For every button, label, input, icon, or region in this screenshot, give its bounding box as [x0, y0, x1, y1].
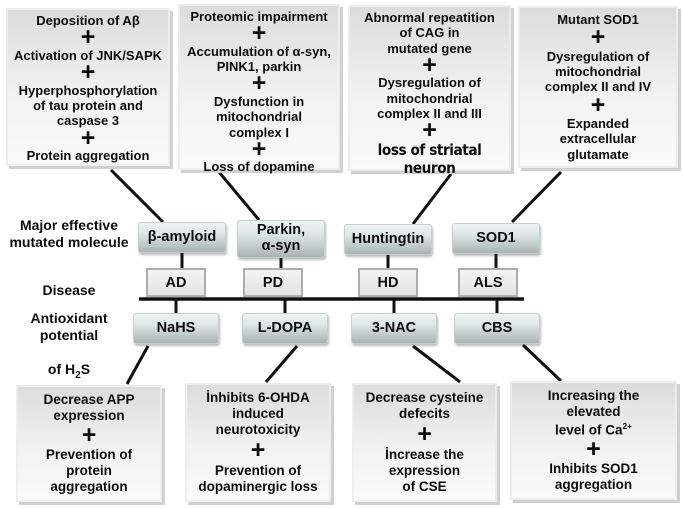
effect-text: İncrease the expression of CSE: [385, 446, 464, 494]
h2s-label-line1: Antioxidant potential: [30, 310, 108, 344]
plus-symbol: +: [250, 435, 266, 464]
effect-text: Prevention of dopaminergic loss: [198, 462, 318, 494]
mechanism-text: Proteomic impairment: [190, 9, 328, 24]
plus-symbol: +: [80, 58, 96, 87]
mechanism-text: Deposition of Aβ: [36, 13, 140, 28]
mechanism-text: Mutant SOD1: [557, 11, 639, 27]
effect-text: Decrease cysteine defecits: [365, 390, 484, 422]
plus-symbol: +: [590, 90, 606, 119]
connector-line: [411, 173, 453, 225]
3nac-effects-box: Decrease cysteine defecits + İncrease th…: [352, 383, 497, 502]
parkin-asyn-box: Parkin, α-syn: [237, 220, 325, 258]
effect-text: Prevention of protein aggregation: [45, 447, 133, 495]
row-label-mutated-molecule: Major effective mutated molecule: [9, 217, 129, 251]
plus-symbol: +: [590, 23, 606, 52]
mechanism-text: Expanded extracellular glutamate: [559, 116, 637, 162]
plus-symbol: +: [251, 134, 267, 163]
pd-mechanisms-box: Proteomic impairment + Accumulation of α…: [178, 4, 340, 174]
mechanism-text: Activation of JNK/SAPK: [13, 47, 163, 63]
disease-als-box: ALS: [458, 268, 518, 297]
plus-symbol: +: [80, 23, 96, 52]
effect-text: Decrease APP expression: [43, 391, 135, 423]
mechanism-text: Hyperphosphorylation of tau protein and …: [18, 82, 158, 129]
plus-symbol: +: [80, 123, 96, 152]
row-label-disease: Disease: [42, 282, 96, 298]
nahs-effects-box: Decrease APP expression + Prevention of …: [16, 385, 162, 502]
h2s-subscript: 2: [75, 370, 81, 382]
plus-symbol: +: [586, 434, 601, 463]
plus-symbol: +: [417, 419, 432, 448]
ad-mechanisms-box: Deposition of Aβ + Activation of JNK/SAP…: [6, 8, 170, 166]
effect-text: Inhibits SOD1 aggregation: [549, 461, 638, 493]
mechanism-text: Abnormal repeatition of CAG in mutated g…: [364, 10, 495, 56]
beta-amyloid-box: β-amyloid: [138, 222, 226, 253]
connector-line: [109, 168, 165, 224]
mechanism-text: Dysregulation of mitochondrial complex I…: [544, 48, 652, 95]
connector-line: [412, 344, 461, 384]
ldopa-effects-box: İnhibits 6-OHDA induced neurotoxicity + …: [185, 383, 331, 502]
sod1-box: SOD1: [452, 223, 540, 254]
mechanism-text: Dysregulation of mitochondrial complex I…: [377, 75, 482, 122]
effect-text: Increasing the elevated: [547, 387, 640, 419]
disease-ad-box: AD: [146, 268, 206, 297]
calcium-text: level of Ca: [554, 422, 623, 438]
cbs-box: CBS: [454, 313, 540, 344]
huntingtin-box: Huntingtin: [344, 224, 432, 255]
disease-hd-box: HD: [358, 268, 418, 297]
mechanism-text: Dysfunction in mitochondrial complex I: [213, 93, 305, 140]
plus-symbol: +: [251, 19, 267, 48]
disease-pd-box: PD: [243, 268, 303, 297]
mechanism-text: Loss of dopamine: [203, 159, 315, 175]
plus-symbol: +: [251, 69, 267, 98]
plus-symbol: +: [81, 420, 97, 449]
effect-text-calcium: level of Ca2+: [554, 420, 633, 438]
plus-symbol: +: [422, 116, 437, 145]
3nac-box: 3-NAC: [351, 313, 437, 344]
calcium-superscript: 2+: [622, 420, 633, 431]
connector-line: [510, 170, 563, 224]
connector-line: [125, 345, 150, 385]
h2s-label-of-h: of H: [47, 361, 76, 378]
mechanism-text: loss of striatal neuron: [377, 140, 482, 178]
connector-line: [264, 345, 299, 383]
ldopa-box: L-DOPA: [242, 313, 328, 344]
als-mechanisms-box: Mutant SOD1 + Dysregulation of mitochond…: [518, 6, 678, 168]
mechanism-text: Protein aggregation: [26, 148, 150, 164]
effect-text: İnhibits 6-OHDA induced neurotoxicity: [206, 390, 310, 438]
plus-symbol: +: [422, 50, 437, 79]
hd-mechanisms-box: Abnormal repeatition of CAG in mutated g…: [348, 5, 511, 177]
connector-line: [521, 343, 563, 383]
connector-line: [217, 171, 261, 221]
mechanism-text: Accumulation of α-syn, PINK1, parkin: [187, 43, 331, 75]
h2s-label-s: S: [80, 361, 91, 378]
nahs-box: NaHS: [133, 313, 219, 344]
row-label-h2s-potential: Antioxidant potential of H2S: [0, 310, 138, 382]
cbs-effects-box: Increasing the elevated level of Ca2+ + …: [510, 381, 677, 500]
